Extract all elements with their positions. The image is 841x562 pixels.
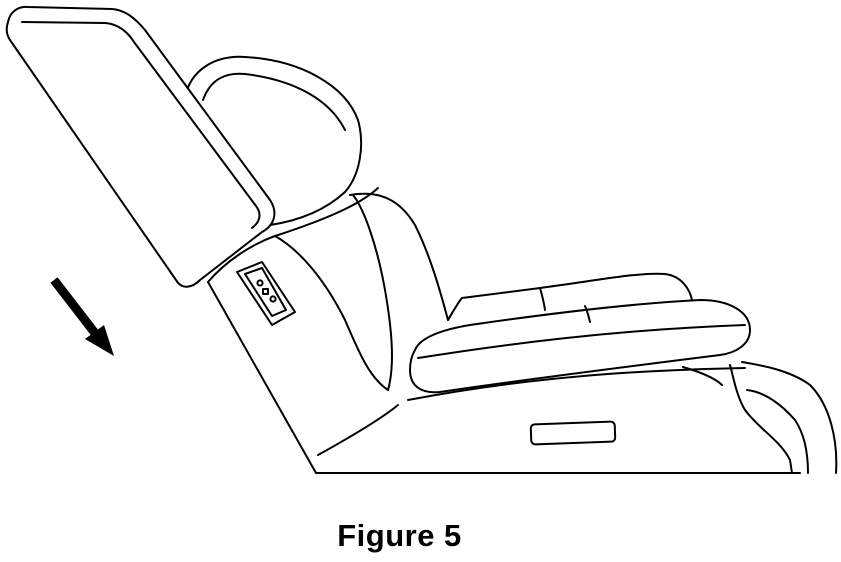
armrest: [409, 299, 751, 394]
back-cushion: [274, 192, 449, 391]
control-button-icon: [269, 295, 277, 303]
arrow-down-right-icon: [50, 277, 114, 356]
figure-caption: Figure 5: [337, 518, 462, 553]
leg-rest-panel: [5, 5, 276, 288]
chair-side-panel: [207, 187, 801, 474]
control-button-icon: [262, 288, 269, 295]
headrest: [184, 55, 363, 226]
front-arm: [682, 361, 838, 474]
lever-handle: [529, 420, 617, 446]
side-control-panel: [236, 261, 296, 326]
control-button-icon: [256, 279, 264, 287]
seat-cushion: [447, 272, 693, 321]
recliner-diagram: [5, 5, 838, 474]
